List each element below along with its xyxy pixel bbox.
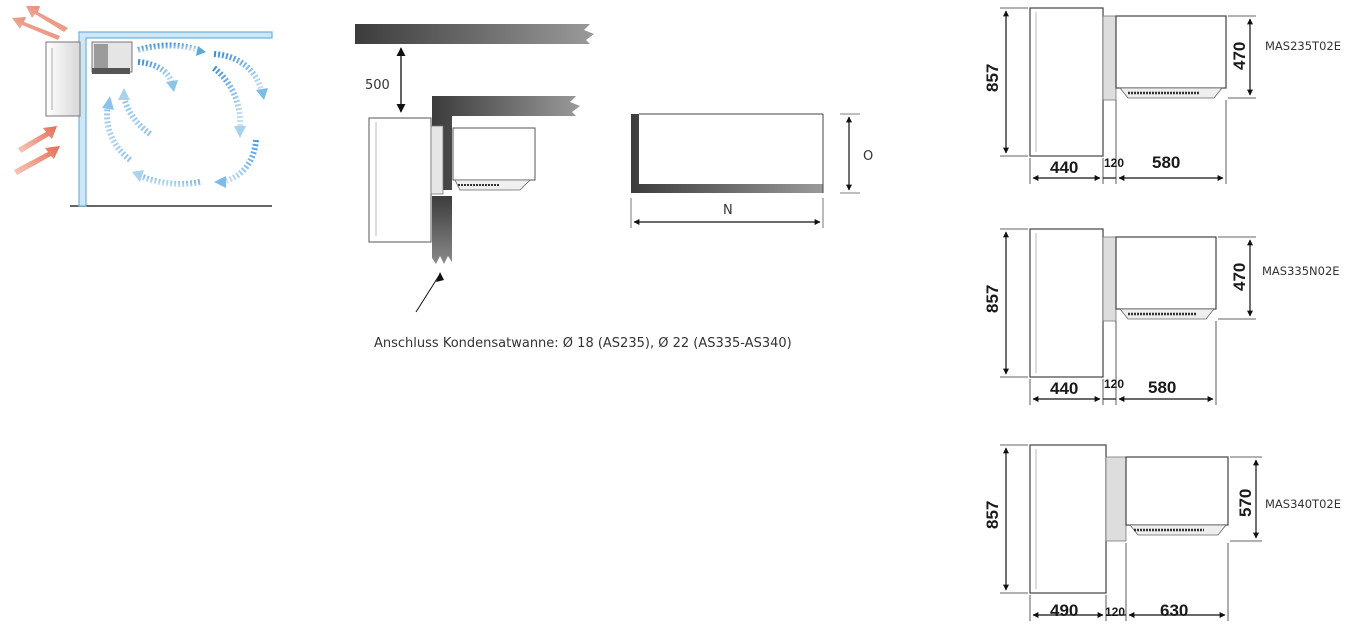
- model-drawing: 857 570 MAS340T02E 490 120 630: [983, 444, 1341, 621]
- model-depth-inner: 580: [1152, 153, 1180, 172]
- room-wall: [432, 196, 452, 264]
- cold-air-arrows: [102, 42, 268, 188]
- model-name: MAS335N02E: [1262, 264, 1340, 278]
- model-inner-height: 470: [1230, 42, 1249, 70]
- evaporator-box: [452, 127, 536, 181]
- model-depth-inner: 580: [1148, 378, 1176, 397]
- model-depth-inner: 630: [1160, 601, 1188, 620]
- model-inner-height: 470: [1230, 263, 1249, 291]
- warm-air-arrows: [12, 6, 68, 175]
- model-name: MAS340T02E: [1265, 497, 1341, 511]
- model-drawing: 857 470 MAS235T02E 440 120 580: [983, 7, 1341, 184]
- model-depth-outer: 440: [1050, 158, 1078, 177]
- cold-room-wall: [78, 31, 273, 207]
- condenser-unit: [45, 41, 81, 117]
- model-wall: 120: [1104, 156, 1124, 170]
- model-inner-height: 570: [1236, 489, 1255, 517]
- model-height: 857: [983, 285, 1002, 313]
- airflow-illustration: [12, 6, 273, 207]
- condenser-box: [368, 117, 432, 243]
- model-wall: 120: [1104, 377, 1124, 391]
- model-drawing: 857 470 MAS335N02E 440 120 580: [983, 228, 1340, 405]
- box-shelf: [631, 114, 823, 193]
- evaporator-outline: [1115, 15, 1227, 89]
- condenser-outline: [1029, 7, 1104, 157]
- model-height: 857: [983, 501, 1002, 529]
- model-height: 857: [983, 64, 1002, 92]
- drain-pointer: [415, 273, 441, 313]
- dimension-box: O N: [630, 113, 873, 228]
- clearance-value: 500: [365, 78, 390, 93]
- model-depth-outer: 490: [1050, 601, 1078, 620]
- installation-side-view: 500 Anschluss Kondensatwanne: Ø 18 (AS23…: [355, 24, 792, 351]
- model-name: MAS235T02E: [1265, 39, 1341, 53]
- room-ceiling: [432, 96, 580, 190]
- model-depth-outer: 440: [1050, 379, 1078, 398]
- model-wall: 120: [1105, 605, 1125, 619]
- drain-note: Anschluss Kondensatwanne: Ø 18 (AS235), …: [374, 336, 792, 351]
- height-label: O: [863, 149, 873, 164]
- width-label: N: [723, 203, 733, 218]
- ceiling-bar: [355, 24, 594, 44]
